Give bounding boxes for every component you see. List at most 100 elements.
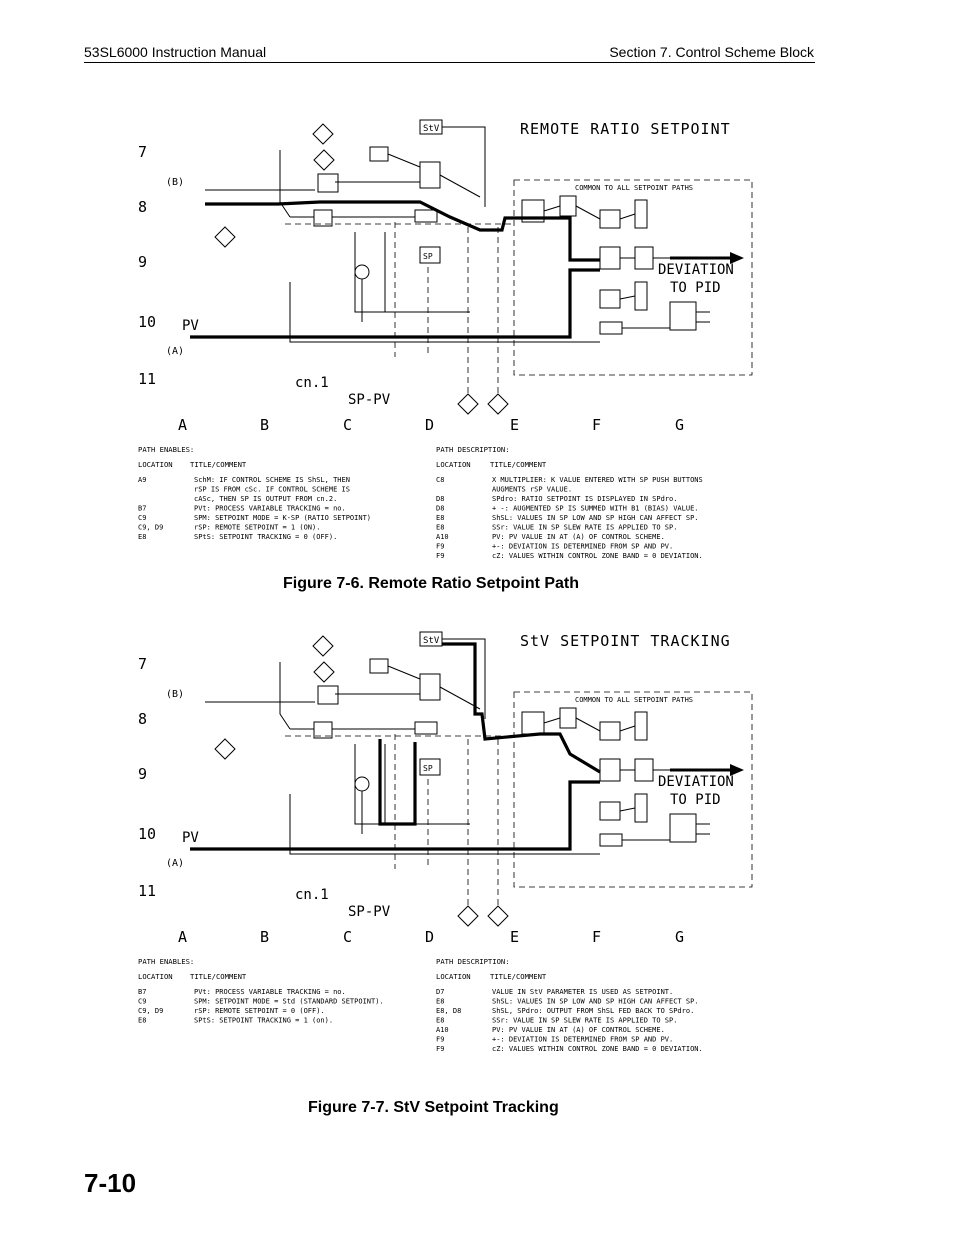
ix-block-1 — [599, 209, 621, 229]
mode-diamond-1 — [313, 149, 335, 171]
path-enables-title: PATH ENABLES: — [138, 445, 194, 454]
sp-label: SP — [423, 252, 433, 261]
wire-19 — [279, 150, 291, 218]
desc-location-header: LOCATION — [436, 972, 471, 981]
k-block — [313, 721, 333, 739]
col-letter-D: D — [425, 928, 434, 946]
col-letter-G: G — [675, 928, 684, 946]
deviation-arrowhead — [730, 764, 744, 776]
mode-diamond-0 — [214, 738, 236, 760]
enables-row-location: C9, D9 — [138, 1007, 163, 1015]
wire-5 — [439, 686, 481, 710]
wire-6 — [442, 638, 486, 719]
wire-12 — [619, 213, 636, 220]
figure-7-6-caption: Figure 7-6. Remote Ratio Setpoint Path — [283, 575, 580, 592]
row-number-11: 11 — [138, 370, 156, 388]
wire-20 — [289, 282, 600, 343]
mode-diamond-0 — [214, 226, 236, 248]
wire-5 — [439, 174, 481, 198]
spdev-block — [634, 711, 648, 741]
row-number-8: 8 — [138, 198, 147, 216]
enables-location-header: LOCATION — [138, 460, 173, 469]
diagram-title: REMOTE RATIO SETPOINT — [520, 120, 731, 138]
desc-row-location: E8 — [436, 998, 444, 1006]
spdev-block — [634, 199, 648, 229]
mode-diamond-2 — [312, 123, 334, 145]
desc-row-location: F9 — [436, 543, 444, 551]
pvdev-block — [634, 793, 648, 823]
spdro-block — [414, 209, 438, 223]
cz-block — [634, 758, 654, 782]
header-section-title: Section 7. Control Scheme Block — [609, 44, 814, 60]
active-pv-path — [190, 780, 600, 851]
desc-row-comment: SPdro: RATIO SETPOINT IS DISPLAYED IN SP… — [492, 495, 677, 503]
ix-block-2 — [599, 801, 621, 821]
desc-title-header: TITLE/COMMENT — [490, 460, 547, 469]
enables-row-comment: SPtS: SETPOINT TRACKING = 0 (OFF). — [194, 533, 337, 541]
feedback-path — [378, 739, 417, 826]
page-number: 7-10 — [84, 1168, 137, 1198]
active-pv-path — [190, 268, 600, 339]
wire-7 — [354, 744, 470, 825]
enables-row-comment: SPtS: SETPOINT TRACKING = 1 (on). — [194, 1017, 333, 1025]
desc-row-comment: cZ: VALUES WITHIN CONTROL ZONE BAND = 0 … — [492, 1045, 703, 1053]
stv-label: StV — [423, 636, 440, 646]
enables-row-location: C9, D9 — [138, 524, 163, 532]
enables-title-header: TITLE/COMMENT — [190, 972, 247, 981]
desc-row-comment: +-: DEVIATION IS DETERMINED FROM SP AND … — [492, 1036, 673, 1044]
col-letter-E: E — [510, 928, 519, 946]
row-number-11: 11 — [138, 882, 156, 900]
path-description-title: PATH DESCRIPTION: — [436, 957, 510, 966]
cn1-label: cn.1 — [295, 375, 329, 391]
mode-diamond-1 — [313, 661, 335, 683]
spm-circle — [354, 264, 370, 280]
row-number-8: 8 — [138, 710, 147, 728]
col-letter-C: C — [343, 416, 352, 434]
col-letter-B: B — [260, 928, 269, 946]
wire-4 — [387, 665, 421, 680]
enables-row-location: C9 — [138, 998, 146, 1006]
header-rule — [84, 62, 815, 63]
enables-row-comment: rSP: REMOTE SETPOINT = 0 (OFF). — [194, 1007, 325, 1015]
enables-row-comment: PVt: PROCESS VARIABLE TRACKING = no. — [194, 505, 346, 513]
multiplier-block — [317, 685, 339, 705]
wire-7 — [354, 232, 470, 313]
multiplier-block — [317, 173, 339, 193]
ix-block-2 — [599, 289, 621, 309]
spdro-block — [414, 721, 438, 735]
enables-row-comment: rSP IS FROM cSc. IF CONTROL SCHEME IS — [194, 486, 350, 494]
row-number-10: 10 — [138, 825, 156, 843]
mode-diamond-4 — [487, 393, 509, 415]
desc-row-location: C8 — [436, 476, 444, 484]
mode-diamond-2 — [312, 635, 334, 657]
wire-10 — [543, 205, 561, 212]
mode-diamond-3 — [457, 905, 479, 927]
desc-row-location: A10 — [436, 1026, 449, 1034]
desc-row-location: F9 — [436, 552, 444, 560]
pvdro-block — [599, 321, 623, 335]
sp-pv-label: SP-PV — [348, 904, 391, 920]
header-manual-title: 53SL6000 Instruction Manual — [84, 44, 267, 60]
common-paths-box — [513, 691, 753, 888]
desc-row-comment: SSr: VALUE IN SP SLEW RATE IS APPLIED TO… — [492, 524, 677, 532]
enables-title-header: TITLE/COMMENT — [190, 460, 247, 469]
desc-row-location: D8 — [436, 505, 444, 513]
pv-label: PV — [182, 830, 199, 846]
wire-15 — [619, 295, 636, 300]
stv-label: StV — [423, 124, 440, 134]
dev-summer-block — [599, 246, 621, 270]
common-paths-box — [513, 179, 753, 376]
diagram-title: StV SETPOINT TRACKING — [520, 632, 731, 650]
desc-row-comment: ShSL: VALUES IN SP LOW AND SP HIGH CAN A… — [492, 514, 699, 522]
enables-row-location: E8 — [138, 1017, 146, 1025]
desc-location-header: LOCATION — [436, 460, 471, 469]
desc-row-location: E8 — [436, 514, 444, 522]
desc-row-location: E8 — [436, 1017, 444, 1025]
desc-row-location: F9 — [436, 1045, 444, 1053]
col-letter-B: B — [260, 416, 269, 434]
dev-summer-block — [599, 758, 621, 782]
figure-7-7-caption: Figure 7-7. StV Setpoint Tracking — [308, 1099, 559, 1116]
desc-title-header: TITLE/COMMENT — [490, 972, 547, 981]
